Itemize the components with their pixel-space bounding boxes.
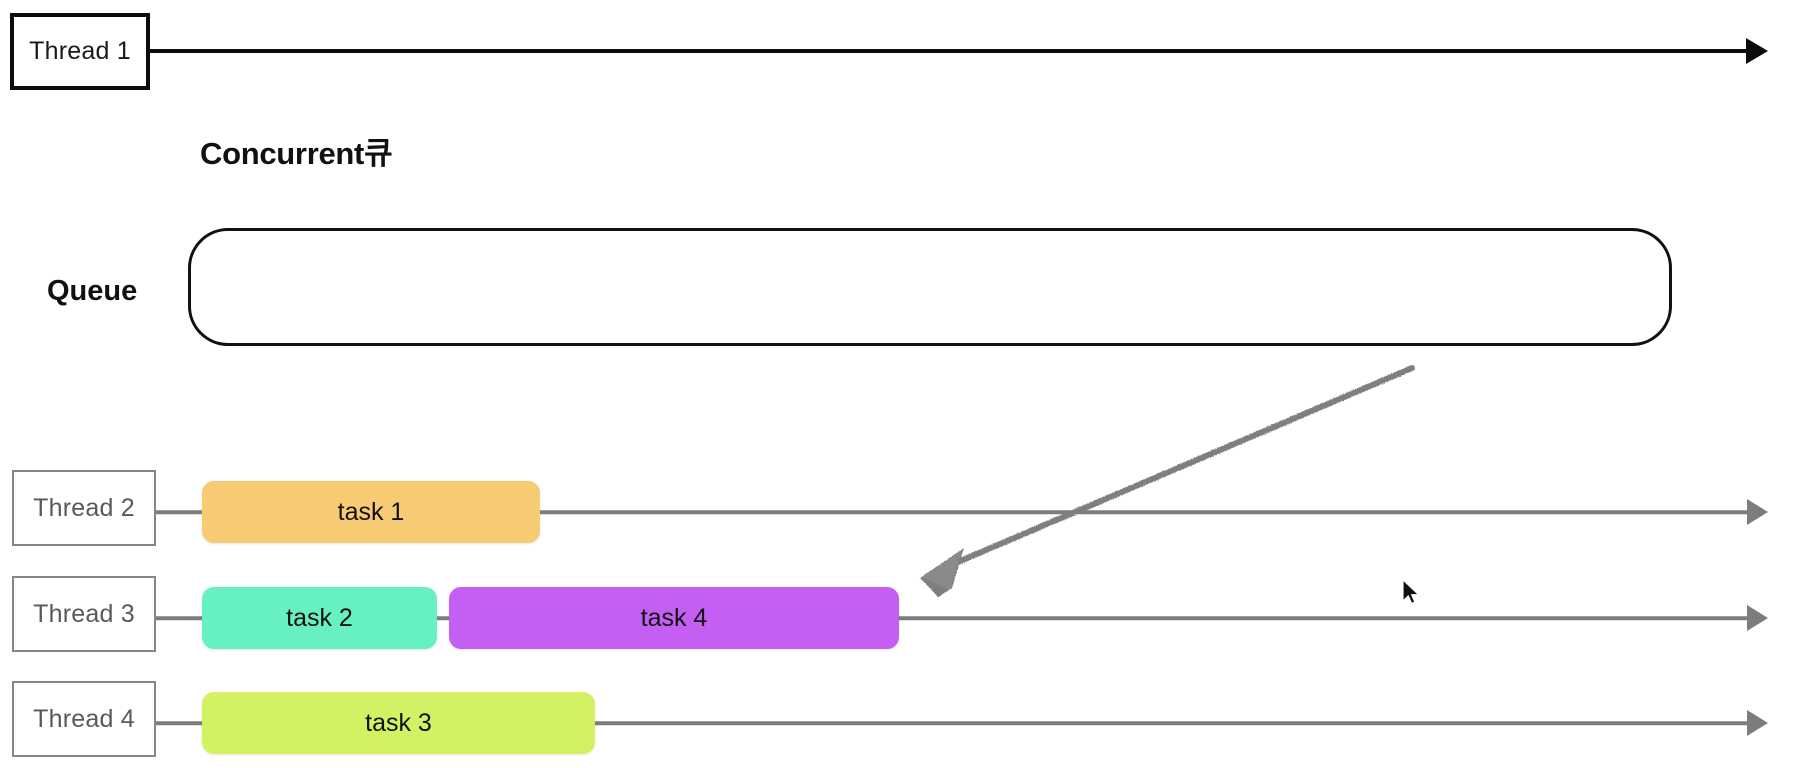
task-label: task 1: [337, 497, 405, 526]
queue-label: Queue: [47, 275, 138, 307]
arrowhead-icon: [1746, 38, 1768, 64]
task-label: task 3: [365, 708, 432, 737]
thread-box-thread-3[interactable]: Thread 3: [12, 576, 156, 652]
task-bar-task-4[interactable]: task 4: [449, 587, 899, 649]
task-label: task 4: [640, 603, 708, 632]
arrowhead-icon: [1747, 499, 1768, 525]
timeline-line: [156, 721, 1747, 725]
thread-label: Thread 3: [33, 599, 135, 628]
timeline-line: [156, 616, 1747, 620]
arrowhead-icon: [1747, 605, 1768, 631]
task-bar-task-1[interactable]: task 1: [202, 481, 540, 543]
thread-box-thread-2[interactable]: Thread 2: [12, 470, 156, 546]
mouse-cursor-icon: [1402, 579, 1420, 604]
queue-title: Concurrent큐: [200, 136, 393, 171]
queue-container[interactable]: [188, 228, 1672, 346]
thread-label: Thread 2: [33, 493, 135, 522]
thread-label: Thread 1: [29, 37, 131, 65]
task-label: task 2: [286, 603, 353, 632]
thread-box-thread-4[interactable]: Thread 4: [12, 681, 156, 757]
task-bar-task-2[interactable]: task 2: [202, 587, 437, 649]
thread-label: Thread 4: [33, 704, 135, 733]
timeline-line: [150, 49, 1746, 53]
thread-box-thread-1[interactable]: Thread 1: [10, 13, 150, 90]
task-bar-task-3[interactable]: task 3: [202, 692, 595, 754]
arrowhead-icon: [1747, 710, 1768, 736]
